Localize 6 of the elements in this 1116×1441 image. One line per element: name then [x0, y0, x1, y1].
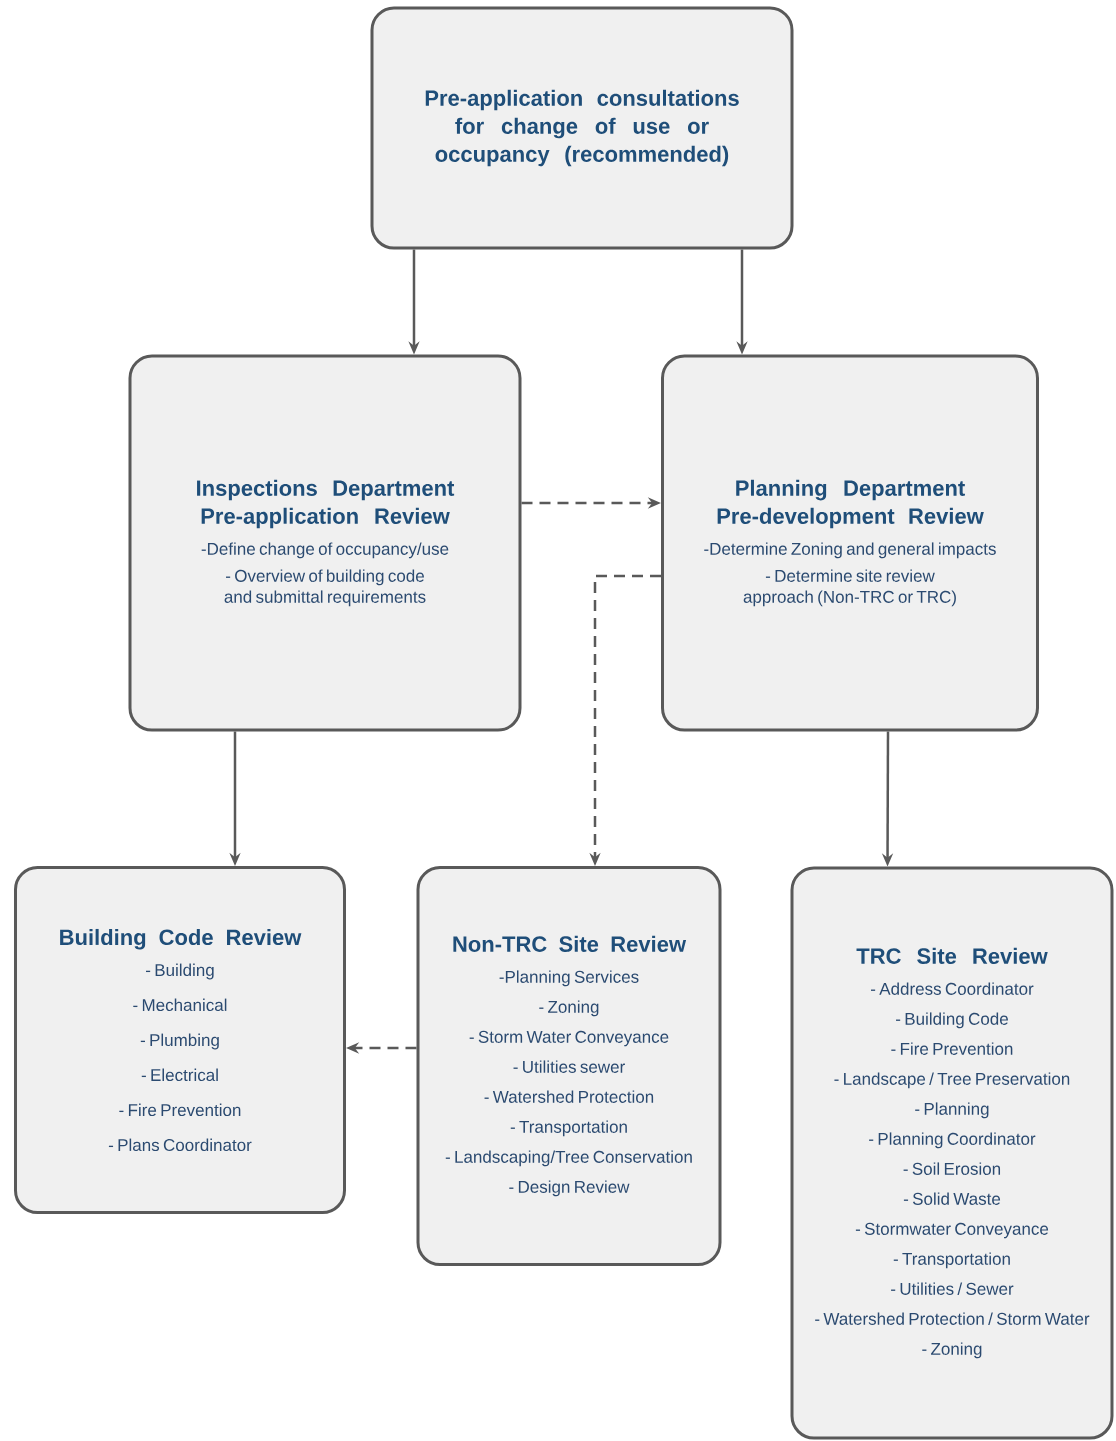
process-box: TRC Site Review - Address Coordinator - Building Code - Fire Prevention - Landscape / Tree Preservation - Planning - Planning Coordinator - Soil Erosion - Solid Waste - Stormwater Conveyance - Transportation - Utilities / Sewer - Watershed Protection / Storm Water - Zoning: [790, 866, 1114, 1440]
process-box: Building Code Review - Building - Mechanical - Plumbing - Electrical - Fire Prevention - Plans Coordinator: [14, 866, 346, 1214]
process-box: Non-TRC Site Review -Planning Services - Zoning - Storm Water Conveyance - Utilities sewer - Watershed Protection - Transportation - Landscaping/Tree Conservation - Design Review: [416, 866, 722, 1266]
process-box: Pre-application consultations for change of use or occupancy (recommended): [370, 6, 794, 250]
process-box: Inspections Department Pre-application Review -Define change of occupancy/use - Overview of building code and submittal requirements: [128, 354, 522, 732]
process-box: Planning Department Pre-development Review -Determine Zoning and general impacts - Determine site review approach (Non-TRC or TRC): [661, 354, 1039, 732]
